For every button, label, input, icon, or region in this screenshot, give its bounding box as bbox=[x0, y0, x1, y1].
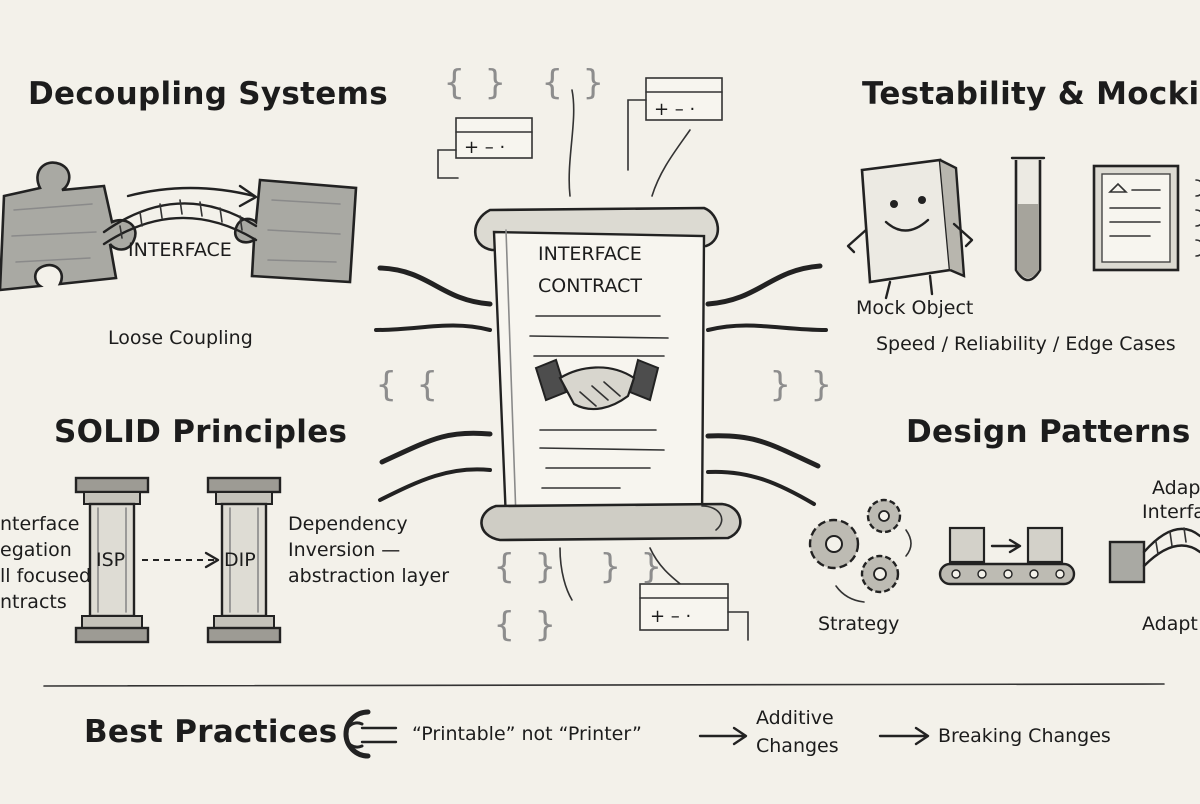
isp-to-dip-arrow bbox=[142, 551, 220, 569]
mock-object-label: Mock Object bbox=[856, 297, 973, 319]
connector-lines bbox=[374, 89, 828, 601]
arrow-icon-2 bbox=[878, 726, 930, 746]
mini-box-text-2: + – · bbox=[654, 99, 695, 120]
dip-text-line3: abstraction layer bbox=[288, 565, 449, 587]
solid-title: SOLID Principles bbox=[54, 414, 347, 450]
printable-icon bbox=[343, 709, 398, 759]
handshake-icon bbox=[534, 358, 660, 411]
testability-title: Testability & Mocking bbox=[862, 76, 1200, 112]
adapter-bottom-label: Adapt bbox=[1142, 613, 1198, 635]
brace-3: { { bbox=[376, 365, 437, 405]
additive-line2: Changes bbox=[756, 735, 839, 757]
best-practices-section: Best Practices “Printable” not “Printer”… bbox=[43, 683, 1165, 759]
mini-box-text-1: + – · bbox=[464, 137, 505, 158]
dip-text-line1: Dependency bbox=[288, 513, 408, 535]
mock-object-icon bbox=[846, 158, 974, 300]
isp-text-line2: egation bbox=[0, 539, 72, 561]
isp-label: ISP bbox=[96, 549, 125, 571]
additive-line1: Additive bbox=[756, 707, 834, 729]
test-tube-icon bbox=[1010, 156, 1046, 282]
contract-title-line1: INTERFACE bbox=[538, 243, 642, 265]
patterns-section: Design Patterns Strategy bbox=[808, 414, 1200, 635]
conveyor-icon bbox=[938, 526, 1076, 586]
strategy-gears-icon bbox=[808, 498, 912, 603]
strategy-label: Strategy bbox=[818, 613, 899, 635]
brace-5: { } bbox=[494, 547, 555, 587]
solid-section: SOLID Principles ISP DIP nterface ega bbox=[0, 414, 449, 644]
adapter-icon bbox=[1108, 527, 1200, 584]
contract-title-line2: CONTRACT bbox=[538, 275, 642, 297]
mini-box-text-3: + – · bbox=[650, 606, 691, 627]
breaking-changes-text: Breaking Changes bbox=[938, 725, 1111, 747]
interface-contract: INTERFACE CONTRACT bbox=[374, 89, 828, 601]
isp-text-line1: nterface bbox=[0, 513, 79, 535]
contract-scroll-icon: INTERFACE CONTRACT bbox=[474, 206, 742, 542]
loose-coupling-caption: Loose Coupling bbox=[108, 327, 253, 349]
dip-label: DIP bbox=[224, 549, 256, 571]
isp-pillar-icon bbox=[74, 476, 150, 644]
best-practices-title: Best Practices bbox=[84, 714, 338, 750]
decoupling-section: Decoupling Systems INTERFACE Loose Coupl… bbox=[0, 76, 388, 349]
dip-pillar-icon bbox=[206, 476, 282, 644]
testability-section: Testability & Mocking Mock Object bbox=[846, 76, 1200, 355]
isp-text-line3: ll focused bbox=[0, 565, 91, 587]
testability-caption: Speed / Reliability / Edge Cases bbox=[876, 333, 1176, 355]
brace-7: } } bbox=[600, 547, 661, 587]
code-snippet-box-3: + – · bbox=[639, 583, 749, 641]
printable-text: “Printable” not “Printer” bbox=[412, 723, 642, 745]
left-puzzle-icon bbox=[0, 161, 137, 292]
adapter-top-line1: Adapt bbox=[1152, 477, 1200, 499]
interface-bridge: INTERFACE bbox=[102, 199, 258, 261]
bridge-label: INTERFACE bbox=[128, 239, 232, 261]
adapter-top-line2: Interfa bbox=[1142, 501, 1200, 523]
decoupling-arrow-icon bbox=[126, 184, 258, 208]
decoupling-title: Decoupling Systems bbox=[28, 76, 388, 112]
code-snippet-box-1: + – · bbox=[437, 117, 533, 179]
brace-6: { } bbox=[494, 605, 555, 645]
brace-2: { } bbox=[542, 63, 603, 103]
code-snippet-box-2: + – · bbox=[627, 77, 723, 171]
test-document-icon bbox=[1092, 164, 1200, 272]
isp-text-line4: ntracts bbox=[0, 591, 67, 613]
brace-1: { } bbox=[444, 63, 505, 103]
patterns-title: Design Patterns bbox=[906, 414, 1191, 450]
arrow-icon-1 bbox=[698, 726, 748, 746]
brace-4: } } bbox=[770, 365, 831, 405]
dip-text-line2: Inversion — bbox=[288, 539, 400, 561]
